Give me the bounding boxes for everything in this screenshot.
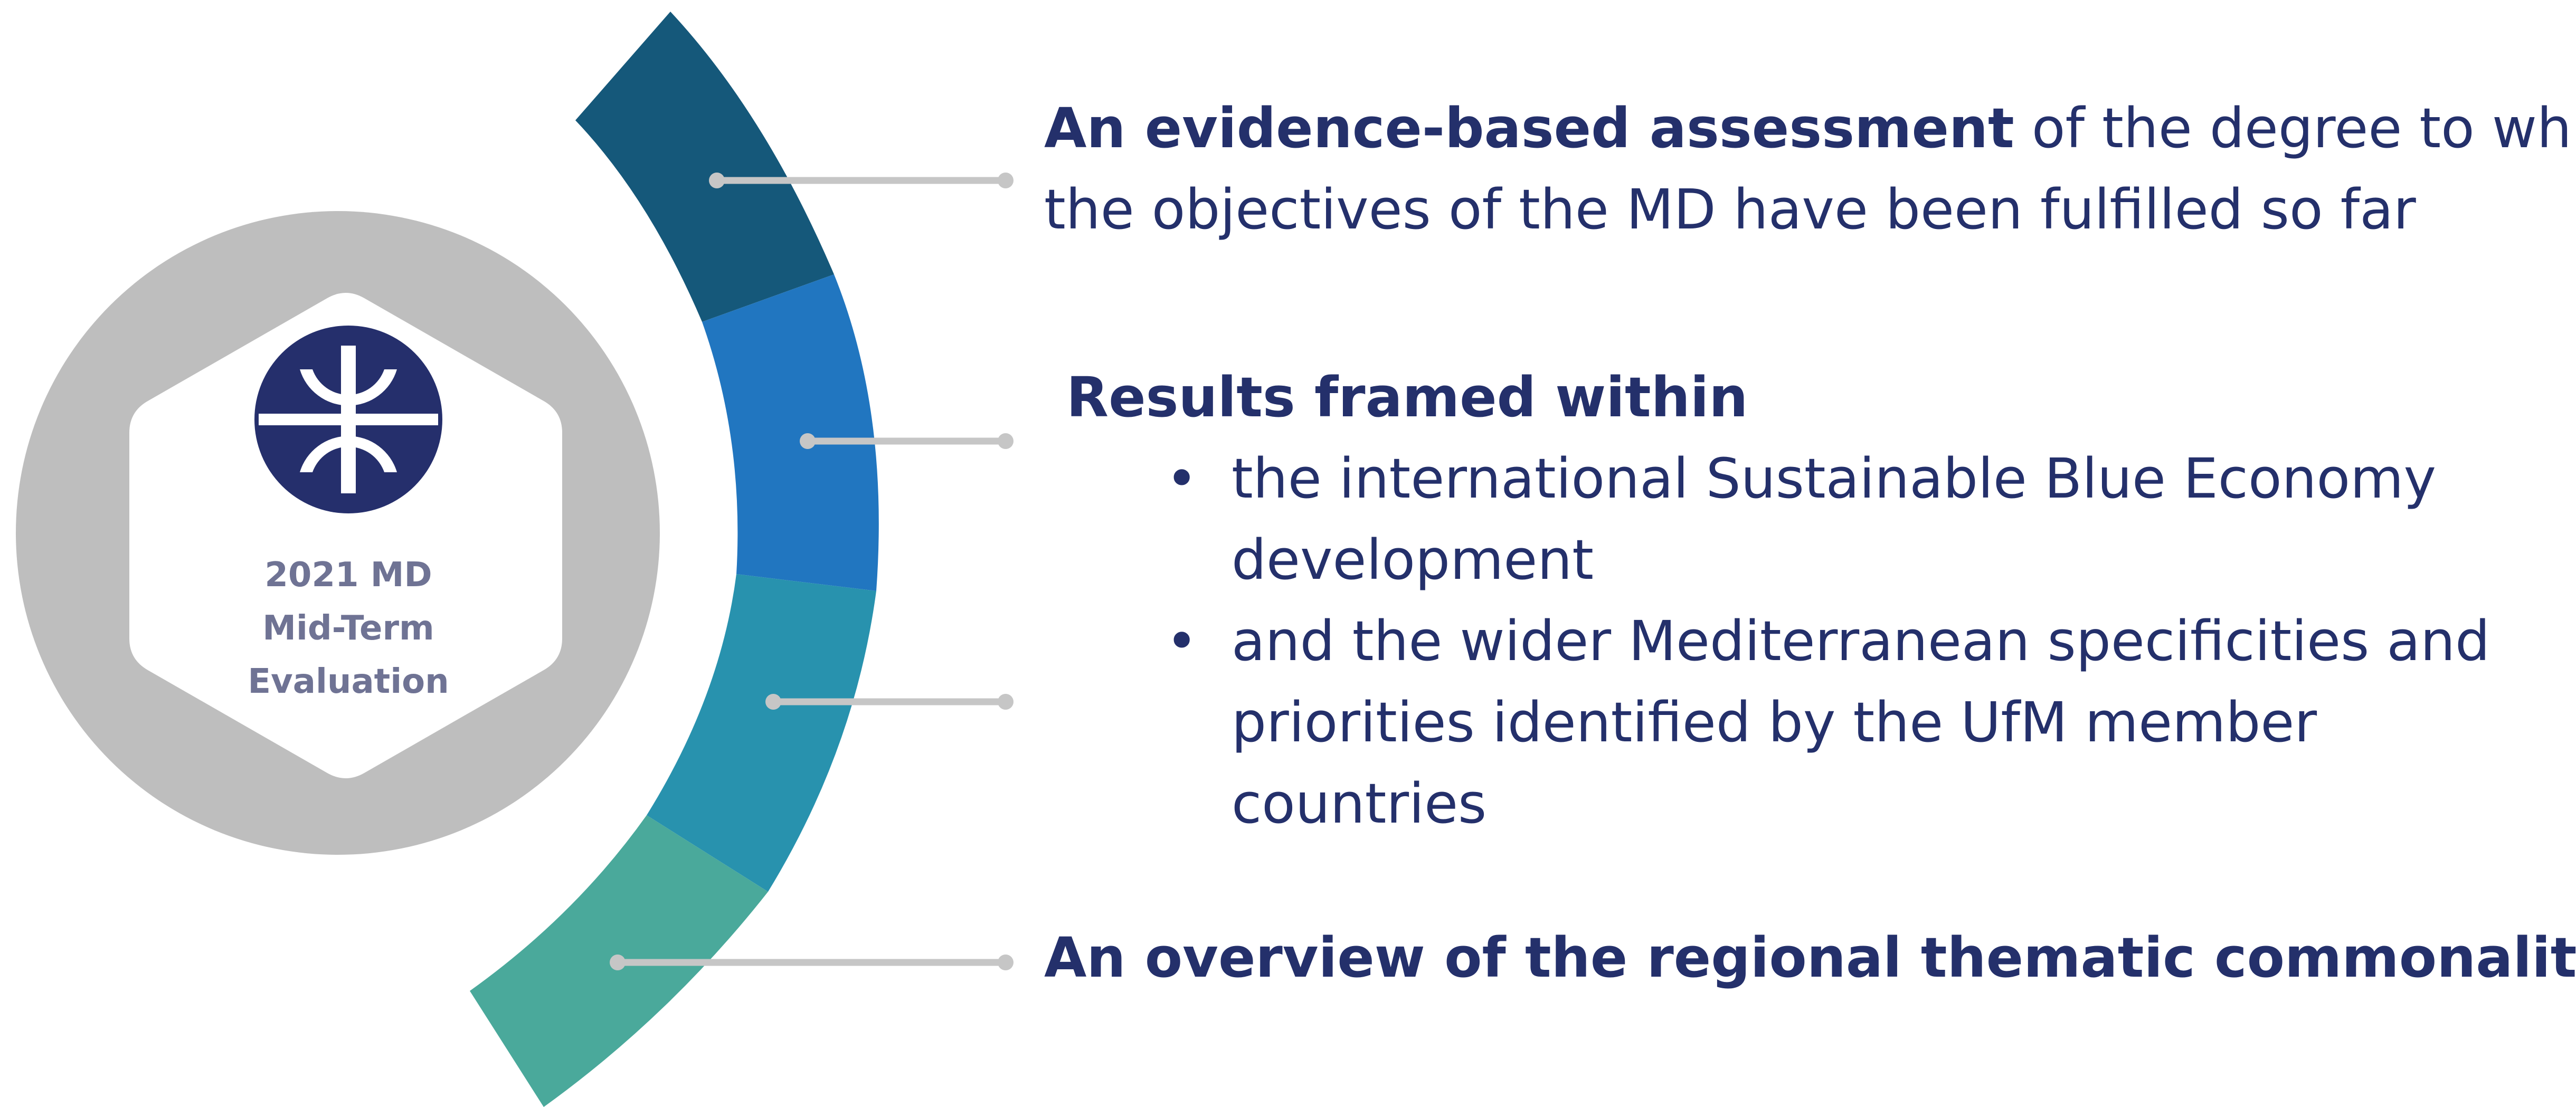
- bullet-2: and the wider Mediterranean specificitie…: [1232, 600, 2490, 844]
- connector-4: [610, 955, 1014, 970]
- badge-line-1: 2021 MD: [264, 556, 432, 595]
- badge-label: 2021 MD Mid-Term Evaluation: [201, 549, 496, 709]
- bullet-1-marker: •: [1166, 446, 1198, 511]
- bullet-2-line-2: priorities identified by the UfM member: [1232, 690, 2317, 755]
- arc-segment-1: [575, 12, 834, 322]
- item-assessment-rest: of the degree to which: [2031, 96, 2576, 160]
- badge-line-3: Evaluation: [248, 662, 449, 701]
- connector-2: [800, 433, 1014, 449]
- item-assessment-line-2: the objectives of the MD have been fulfi…: [1044, 177, 2416, 242]
- item-assessment: An evidence-based assessment of the degr…: [1044, 88, 2576, 250]
- bullet-1: the international Sustainable Blue Econo…: [1232, 438, 2436, 600]
- bullet-1-line-2: development: [1232, 528, 1594, 592]
- bullet-2-line-3: countries: [1232, 771, 1487, 836]
- connector-1: [709, 173, 1014, 188]
- arc-segment-3: [647, 574, 876, 892]
- item-assessment-bold: An evidence-based assessment: [1044, 96, 2014, 160]
- results-heading-text: Results framed within: [1066, 365, 1748, 430]
- connector-3: [765, 694, 1014, 710]
- badge-hexagon: [129, 293, 562, 778]
- overview-heading-text: An overview of the regional thematic com…: [1044, 925, 2576, 990]
- item-overview: An overview of the regional thematic com…: [1044, 917, 2576, 998]
- ufm-logo-icon: [254, 326, 442, 513]
- bullet-1-line-1: the international Sustainable Blue Econo…: [1232, 446, 2437, 511]
- bullet-2-line-1: and the wider Mediterranean specificitie…: [1232, 609, 2490, 673]
- badge-line-2: Mid-Term: [262, 609, 434, 648]
- item-results-heading: Results framed within: [1066, 357, 1748, 438]
- item-assessment-line-1: An evidence-based assessment of the degr…: [1044, 88, 2576, 169]
- bullet-2-marker: •: [1166, 609, 1198, 673]
- arc-segment-2: [702, 274, 879, 591]
